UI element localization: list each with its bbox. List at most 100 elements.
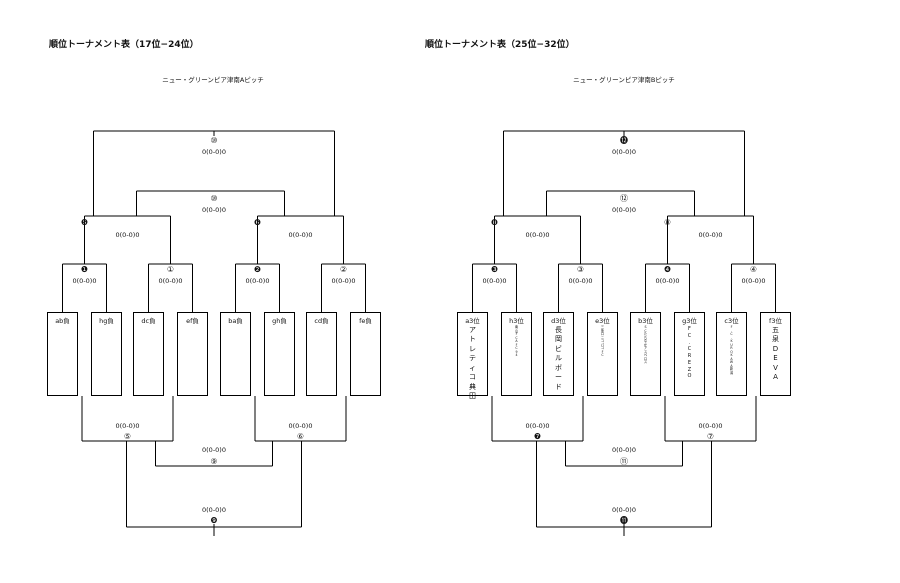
match-score: 0(0-0)0 (115, 422, 140, 430)
team-name: 長岡ビルボード (544, 326, 573, 392)
team-name-char: ス (643, 360, 648, 365)
match-score: 0(0-0)0 (245, 277, 270, 285)
team-slot: ef負 (177, 312, 208, 396)
team-name-char: ロ (600, 332, 605, 337)
team-name-char: 潟 (729, 370, 734, 375)
team-slot-label: cd負 (314, 317, 329, 325)
team-name-char: C (687, 332, 692, 339)
match-number: ⑥ (296, 431, 305, 441)
team-name-char: . (730, 335, 732, 340)
match-score: 0(0-0)0 (568, 277, 593, 285)
team-name-char: R (730, 346, 733, 351)
team-name-char: A (730, 363, 733, 368)
team-name-char: E (687, 359, 692, 366)
bracket-lines (472, 130, 776, 536)
team-slot: fe負 (350, 312, 381, 396)
team-name-char: テ (469, 354, 476, 363)
match-score: 0(0-0)0 (482, 277, 507, 285)
team-slot: ab負 (47, 312, 78, 396)
team-name-char: C (687, 346, 692, 353)
team-name-char: K (730, 339, 733, 344)
match-score: 0(0-0)0 (202, 148, 226, 156)
team-name-char: 新 (729, 367, 734, 372)
team-slot-label: ba負 (228, 317, 243, 325)
team-slot-label: a3位 (465, 317, 480, 325)
team-name-char: A (730, 356, 733, 361)
team-name-char: A (515, 339, 518, 344)
team-name-char: ア (643, 346, 648, 351)
match-number: ⑨ (210, 456, 218, 466)
match-score: 0(0-0)0 (612, 206, 636, 214)
team-name-char: 五 (772, 326, 779, 334)
match-number: ⓬ (620, 135, 628, 145)
page-title: 順位トーナメント表（17位−24位） (49, 40, 199, 50)
team-name-char: F (730, 325, 733, 329)
match-score: 0(0-0)0 (698, 231, 723, 239)
match-number: ⑩ (210, 193, 218, 203)
match-score: 0(0-0)0 (612, 506, 636, 514)
team-name-char: 典 (469, 382, 476, 391)
match-number: ② (339, 264, 348, 274)
match-number: ❷ (253, 264, 262, 274)
match-score: 0(0-0)0 (612, 446, 636, 454)
team-name-char: W (729, 360, 734, 365)
team-slot-label: fe負 (359, 317, 372, 325)
team-name-char: E (773, 354, 778, 363)
team-slot-label: e3位 (595, 317, 610, 325)
team-name-char: F (601, 349, 604, 354)
team-slot-label: f3位 (769, 317, 782, 325)
team-name-char: 条 (600, 328, 605, 333)
team-slot-label: gh負 (272, 317, 287, 325)
bracket-sheet-25-32: 順位トーナメント表（25位−32位） ニュー・グリーンピア津南Bピッチ a3位ア… (425, 0, 900, 583)
match-score: 0(0-0)0 (72, 277, 97, 285)
match-number: ❺ (80, 217, 89, 227)
team-name-char: K (730, 353, 733, 358)
team-name-char: 4 (515, 353, 518, 358)
team-name-char: ち (643, 335, 648, 340)
team-slot-label: b3位 (638, 317, 653, 325)
team-name-char: 田 (469, 392, 476, 401)
team-name-char: な (643, 339, 648, 344)
team-slot-label: hg負 (99, 317, 114, 325)
team-name-char: Z (687, 366, 692, 373)
match-number: ❶ (80, 264, 89, 274)
team-name-char: レ (469, 344, 476, 353)
team-name-char: ペ (643, 353, 648, 358)
match-score: 0(0-0)0 (331, 277, 356, 285)
team-name-char: ビ (555, 344, 562, 353)
team-name-char: 南 (514, 325, 519, 329)
team-name-char: コ (600, 339, 605, 344)
match-score: 0(0-0)0 (115, 231, 140, 239)
page-title: 順位トーナメント表（25位−32位） (425, 40, 575, 50)
match-score: 0(0-0)0 (288, 422, 313, 430)
team-name-char: か (643, 342, 648, 347)
team-name-char: ロ (643, 356, 648, 361)
team-name-char: R (687, 353, 692, 359)
team-name-char: ィ (469, 363, 476, 372)
team-name-char: O (687, 373, 692, 380)
team-name-char: 9 (515, 349, 518, 354)
team-slot-label: ef負 (186, 317, 199, 325)
team-name-char: 岡 (555, 335, 562, 344)
team-slot-label: c3位 (724, 317, 739, 325)
team-name-char: F (515, 332, 518, 337)
team-name-char: V (773, 363, 778, 372)
bracket-lines (62, 130, 366, 536)
team-name-char: ル (555, 354, 562, 363)
match-number: ⑤ (123, 431, 132, 441)
team-name-char: F (515, 342, 518, 347)
match-score: 0(0-0)0 (612, 148, 636, 156)
match-score: 0(0-0)0 (655, 277, 680, 285)
team-slot: gh負 (264, 312, 295, 396)
team-name-char: ト (469, 335, 476, 344)
match-score: 0(0-0)0 (288, 231, 313, 239)
team-slot: a3位アトレティコ典田 (457, 312, 488, 400)
team-name-char: 長 (555, 326, 562, 334)
team-name-char: た (643, 332, 648, 337)
